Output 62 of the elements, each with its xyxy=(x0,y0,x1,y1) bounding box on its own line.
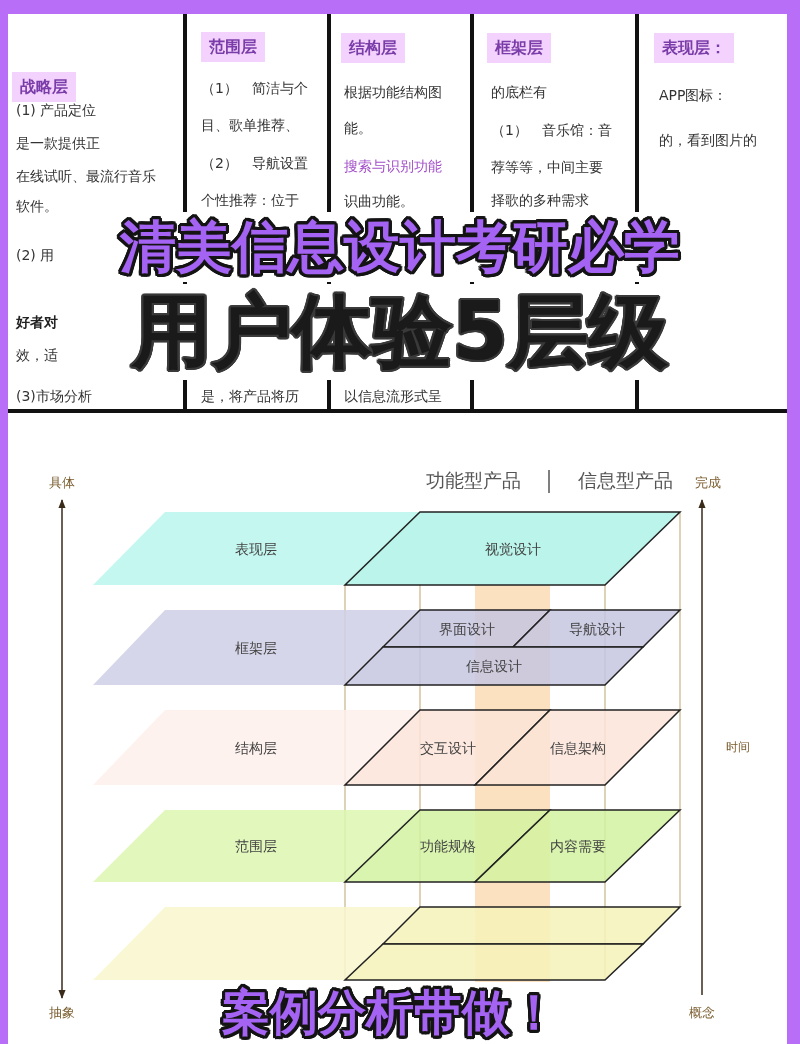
body-text: 以信息流形式呈 xyxy=(344,387,442,405)
body-text: 个性推荐：位于 xyxy=(201,191,299,209)
layer-heading: 框架层 xyxy=(487,33,551,63)
layer-label: 范围层 xyxy=(234,837,277,855)
column-header: 功能型产品 xyxy=(425,468,521,493)
body-text: 能。 xyxy=(344,119,372,137)
design-plane xyxy=(345,810,550,882)
layer-band xyxy=(93,610,420,685)
plane-label: 界面设计 xyxy=(438,619,495,638)
layer-band xyxy=(93,710,420,785)
body-text: 的，看到图片的 xyxy=(659,131,757,149)
layer-band xyxy=(93,810,420,882)
axis-label: 具体 xyxy=(49,474,75,492)
axis-label: 时间 xyxy=(726,739,750,756)
caption-text: 案例分析带做！ xyxy=(221,983,559,1042)
design-plane xyxy=(513,610,680,647)
plane-label: 视觉设计 xyxy=(484,539,541,558)
body-text: （2） 导航设置 xyxy=(201,154,308,172)
subheading-text: 搜索与识别功能 xyxy=(344,157,442,175)
layer-heading: 范围层 xyxy=(201,32,265,62)
design-plane xyxy=(475,710,680,785)
design-plane xyxy=(345,647,643,685)
design-plane xyxy=(345,512,680,585)
axis-label: 概念 xyxy=(689,1004,715,1022)
body-text: 择歌的多种需求 xyxy=(491,191,589,209)
body-text: （1） 简洁与个 xyxy=(201,79,308,97)
body-text: 好者对 xyxy=(16,313,58,331)
layer-label: 表现层 xyxy=(234,539,277,558)
layer-heading: 战略层 xyxy=(12,72,76,102)
plane-label: 内容需要 xyxy=(549,837,606,855)
column-header: 信息型产品 xyxy=(577,468,673,493)
body-text: 是，将产品将历 xyxy=(201,387,299,405)
axis-label: 抽象 xyxy=(49,1004,75,1022)
design-plane xyxy=(345,944,643,980)
body-text: (2) 用 xyxy=(16,246,55,264)
body-text: 识曲功能。 xyxy=(344,192,414,210)
body-text: （1） 音乐馆：音 xyxy=(491,121,612,139)
body-text: (3)市场分析 xyxy=(16,387,92,405)
body-text: 软件。 xyxy=(16,197,58,215)
plane-label: 信息架构 xyxy=(549,738,606,757)
body-text: 荐等等，中间主要 xyxy=(491,158,603,176)
layer-label: 结构层 xyxy=(234,738,277,757)
plane-label: 功能规格 xyxy=(419,837,476,855)
body-text: 在线试听、最流行音乐 xyxy=(16,167,156,185)
body-text: 效，适 xyxy=(16,346,58,364)
design-plane xyxy=(475,810,680,882)
design-plane xyxy=(345,710,550,785)
plane-label: 信息设计 xyxy=(466,657,522,675)
body-text: 目、歌单推荐、 xyxy=(201,116,299,134)
layer-band xyxy=(93,907,420,980)
layer-heading: 表现层： xyxy=(654,33,734,63)
axis-label: 完成 xyxy=(695,474,721,492)
plane-label: 交互设计 xyxy=(419,738,476,757)
body-text: 根据功能结构图 xyxy=(344,83,442,101)
layer-band xyxy=(93,512,420,585)
layer-heading: 结构层 xyxy=(341,33,405,63)
plane-label: 导航设计 xyxy=(568,619,625,638)
layer-label: 框架层 xyxy=(234,638,277,657)
body-text: 是一款提供正 xyxy=(16,134,100,152)
body-text: 的底栏有 xyxy=(491,83,547,101)
body-text: APP图标： xyxy=(659,86,728,104)
body-text: (1) 产品定位 xyxy=(16,101,97,119)
